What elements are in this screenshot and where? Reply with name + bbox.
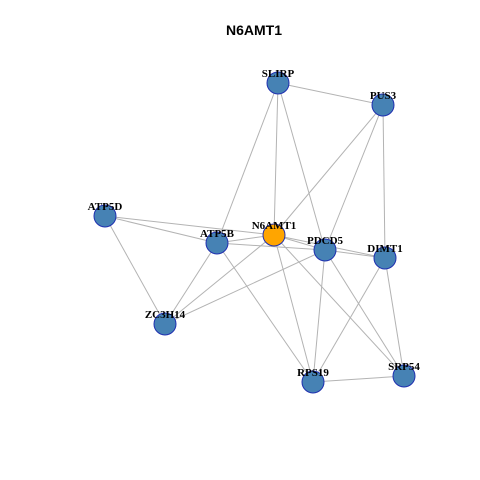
node-atp5d: ATP5D [88,201,123,228]
node-atp5b: ATP5B [200,228,235,255]
node-label-atp5b: ATP5B [200,228,235,240]
node-label-atp5d: ATP5D [88,201,123,213]
node-pus3: PUS3 [370,90,397,117]
node-circle-rps19 [301,370,325,394]
node-pdcd5: PDCD5 [307,235,344,262]
edge-dimt1-rps19 [312,257,386,383]
node-rps19: RPS19 [297,367,329,394]
edge-pus3-pdcd5 [324,104,384,251]
node-srp54: SRP54 [388,361,420,388]
edge-slirp-n6amt1 [273,82,279,236]
edge-pdcd5-rps19 [312,249,326,383]
edge-slirp-pdcd5 [277,82,326,251]
node-circle-pdcd5 [313,238,337,262]
node-label-dimt1: DIMT1 [367,243,402,255]
node-zc3h14: ZC3H14 [145,309,186,336]
edge-pdcd5-zc3h14 [164,249,326,325]
node-label-rps19: RPS19 [297,367,329,379]
node-label-pus3: PUS3 [370,90,397,102]
edge-n6amt1-zc3h14 [164,234,275,325]
edge-atp5d-n6amt1 [104,215,275,236]
node-circle-dimt1 [373,246,397,270]
node-circle-slirp [266,71,290,95]
node-circle-atp5d [93,204,117,228]
edge-atp5b-rps19 [216,242,314,383]
graph-title: N6AMT1 [226,22,282,38]
node-n6amt1: N6AMT1 [252,220,297,247]
edge-n6amt1-srp54 [273,234,405,377]
node-circle-srp54 [392,364,416,388]
node-label-pdcd5: PDCD5 [307,235,344,247]
edge-rps19-srp54 [312,375,405,383]
edge-pdcd5-srp54 [324,249,405,377]
edge-atp5d-atp5b [104,215,218,244]
edge-slirp-atp5b [216,82,279,244]
edge-n6amt1-rps19 [273,234,314,383]
node-label-zc3h14: ZC3H14 [145,309,186,321]
node-label-slirp: SLIRP [262,68,295,80]
edge-slirp-pus3 [277,82,384,106]
edge-atp5d-zc3h14 [104,215,166,325]
edge-atp5b-pdcd5 [216,242,326,251]
node-circle-atp5b [205,231,229,255]
edge-atp5b-zc3h14 [164,242,218,325]
edge-dimt1-srp54 [384,257,405,377]
node-dimt1: DIMT1 [367,243,403,270]
edge-pus3-n6amt1 [273,104,384,236]
node-circle-zc3h14 [153,312,177,336]
node-label-n6amt1: N6AMT1 [252,220,297,232]
node-label-srp54: SRP54 [388,361,420,373]
edge-pus3-dimt1 [382,104,386,259]
node-circle-pus3 [371,93,395,117]
node-slirp: SLIRP [262,68,295,95]
node-circle-n6amt1 [262,223,286,247]
